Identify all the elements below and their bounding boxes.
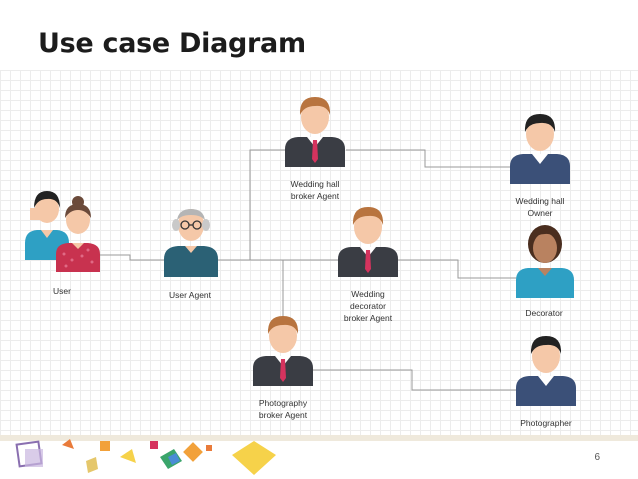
connector-photo-broker-to-photographer	[312, 370, 516, 390]
actor-label-wedding-hall-broker: Wedding hall broker Agent	[270, 178, 360, 202]
photography-broker-icon	[252, 312, 314, 386]
wedding-hall-broker-icon	[284, 93, 346, 167]
user-couple-icon	[22, 188, 104, 274]
connector-user-to-agent	[100, 255, 165, 260]
page-number: 6	[594, 452, 600, 463]
photographer-icon	[515, 332, 577, 406]
user-agent-icon	[162, 203, 220, 277]
actor-label-decorator: Decorator	[499, 307, 589, 319]
actor-label-decorator-broker: Wedding decorator broker Agent	[323, 288, 413, 324]
decorator-icon	[515, 222, 575, 298]
actor-label-user: User	[17, 285, 107, 297]
actor-label-wedding-hall-owner: Wedding hall Owner	[495, 195, 585, 219]
connector-bus-to-hall-broker	[250, 150, 285, 260]
connector-decorator-broker-to-decorator	[398, 260, 516, 278]
actor-label-photography-broker: Photography broker Agent	[238, 397, 328, 421]
decorator-broker-icon	[337, 203, 399, 277]
decorative-shapes	[0, 435, 300, 479]
actor-label-user-agent: User Agent	[145, 289, 235, 301]
wedding-hall-owner-icon	[509, 110, 571, 184]
connector-hall-broker-to-owner	[346, 150, 510, 167]
actor-label-photographer: Photographer	[501, 417, 591, 429]
